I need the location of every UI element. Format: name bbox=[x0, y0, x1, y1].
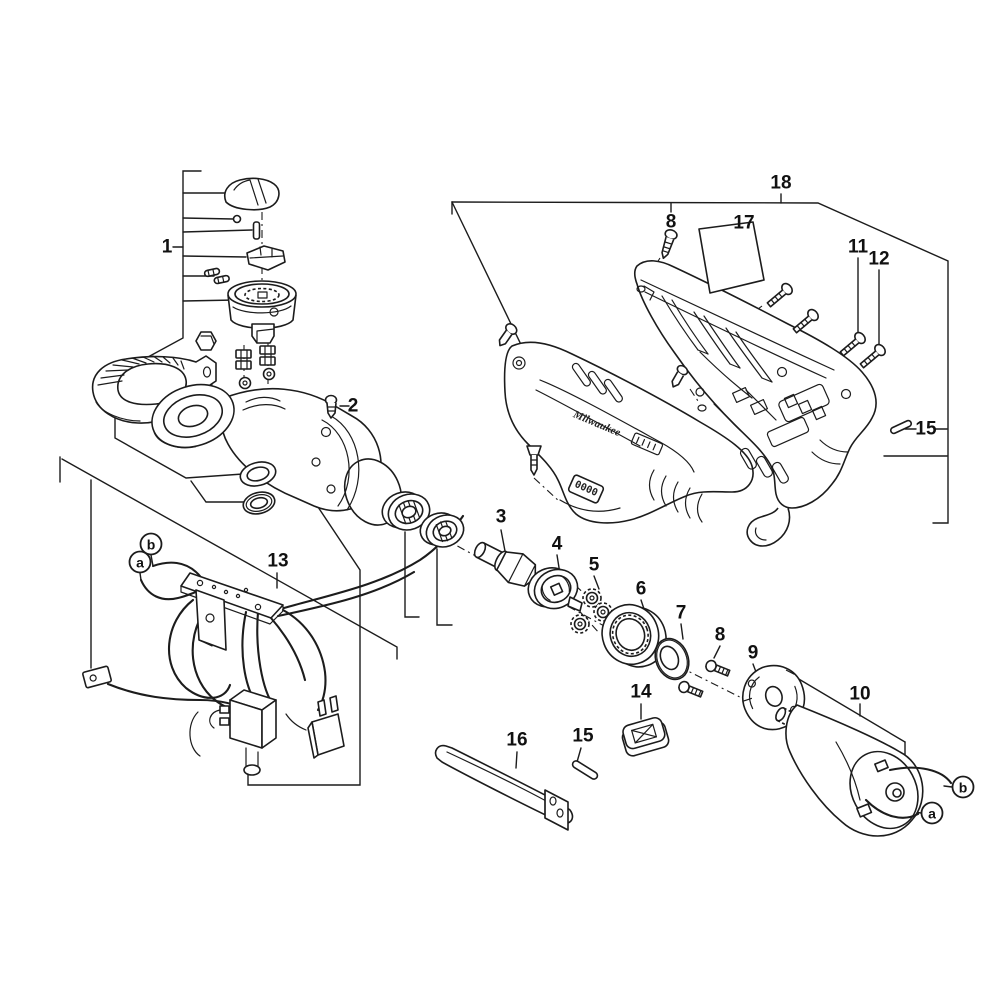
screw-8-top bbox=[661, 229, 678, 260]
button-14 bbox=[621, 716, 670, 757]
part-label-1-0: 1 bbox=[162, 237, 173, 258]
head-assembly-parts bbox=[195, 177, 297, 390]
housing-left-half: Milwaukee 0000 bbox=[498, 323, 754, 524]
collar-ribs bbox=[97, 355, 185, 386]
grip-vents bbox=[571, 362, 623, 403]
wire-callout-circle-a-1 bbox=[128, 550, 152, 574]
part-label-11-11: 11 bbox=[848, 237, 869, 258]
housing-screw-bottom bbox=[526, 445, 542, 476]
ring-gear-6 bbox=[601, 603, 667, 668]
gear-carrier-4 bbox=[527, 567, 583, 612]
part-label-14-14: 14 bbox=[630, 682, 652, 703]
ratchet-drive-cylinder bbox=[227, 280, 297, 344]
housing-right-half bbox=[633, 260, 877, 547]
switch-wiring-assembly bbox=[82, 514, 465, 776]
switch-bracket bbox=[195, 589, 227, 651]
selector-knob bbox=[224, 177, 280, 211]
washer-7 bbox=[654, 637, 690, 681]
serial-plate: 0000 bbox=[567, 474, 605, 504]
connector-block bbox=[285, 695, 345, 759]
reverse-cam bbox=[246, 245, 286, 271]
wire-terminal-lug bbox=[82, 665, 112, 689]
label-panel-17 bbox=[698, 221, 765, 294]
pin-15-bottom bbox=[571, 760, 599, 780]
wire-callout-letter-a-3: a bbox=[928, 806, 936, 822]
housing-screw-right bbox=[671, 364, 689, 388]
part-label-12-12: 12 bbox=[868, 249, 889, 270]
part-label-4-3: 4 bbox=[552, 534, 563, 555]
screws-8-mid bbox=[678, 659, 731, 698]
screw-2 bbox=[324, 394, 338, 419]
wire-callout-circle-b-0 bbox=[139, 532, 163, 556]
set-screws bbox=[203, 267, 230, 285]
pawl-springs bbox=[235, 345, 276, 390]
part-label-8-7: 8 bbox=[666, 212, 677, 233]
part-label-9-9: 9 bbox=[748, 643, 759, 664]
ratchet-head-body bbox=[151, 383, 403, 526]
part-label-7-6: 7 bbox=[676, 603, 687, 624]
belt-clip-16 bbox=[434, 744, 574, 831]
pcb-plate bbox=[180, 572, 284, 625]
part-label-6-5: 6 bbox=[636, 579, 647, 600]
part-label-13-13: 13 bbox=[267, 551, 288, 572]
inner-ribs bbox=[661, 295, 777, 429]
wire-callout-circle-a-3 bbox=[920, 801, 944, 825]
part-label-8-8: 8 bbox=[715, 625, 726, 646]
part-label-15-15: 15 bbox=[915, 419, 937, 440]
part-label-3-2: 3 bbox=[496, 507, 507, 528]
wire-callout-letter-b-2: b bbox=[959, 780, 968, 796]
hanging-hook bbox=[746, 507, 791, 547]
grip-flutes bbox=[648, 469, 703, 523]
head-washers bbox=[239, 461, 277, 515]
hex-plug bbox=[195, 331, 217, 351]
wire-callout-circle-b-2 bbox=[951, 775, 975, 799]
spindle-3 bbox=[473, 541, 537, 587]
part-label-18-19: 18 bbox=[770, 173, 791, 194]
motor-10 bbox=[775, 704, 953, 837]
trigger-switch bbox=[209, 689, 277, 776]
detent-pin bbox=[252, 221, 261, 240]
part-label-16-17: 16 bbox=[506, 730, 527, 751]
trigger-windows bbox=[643, 285, 852, 484]
wire-callout-letter-b-0: b bbox=[147, 537, 156, 553]
part-label-10-10: 10 bbox=[849, 684, 870, 705]
wire-callout-letter-a-1: a bbox=[136, 555, 144, 571]
part-label-5-4: 5 bbox=[589, 555, 600, 576]
pin-15-right bbox=[889, 419, 913, 435]
detent-ball bbox=[232, 214, 242, 224]
part-label-17-18: 17 bbox=[733, 213, 754, 234]
housing-screws-11-12 bbox=[766, 282, 886, 369]
housing-screw-left bbox=[498, 323, 518, 347]
needle-bearings bbox=[381, 491, 465, 548]
part-label-15-16: 15 bbox=[572, 726, 594, 747]
part-label-2-1: 2 bbox=[348, 396, 359, 417]
